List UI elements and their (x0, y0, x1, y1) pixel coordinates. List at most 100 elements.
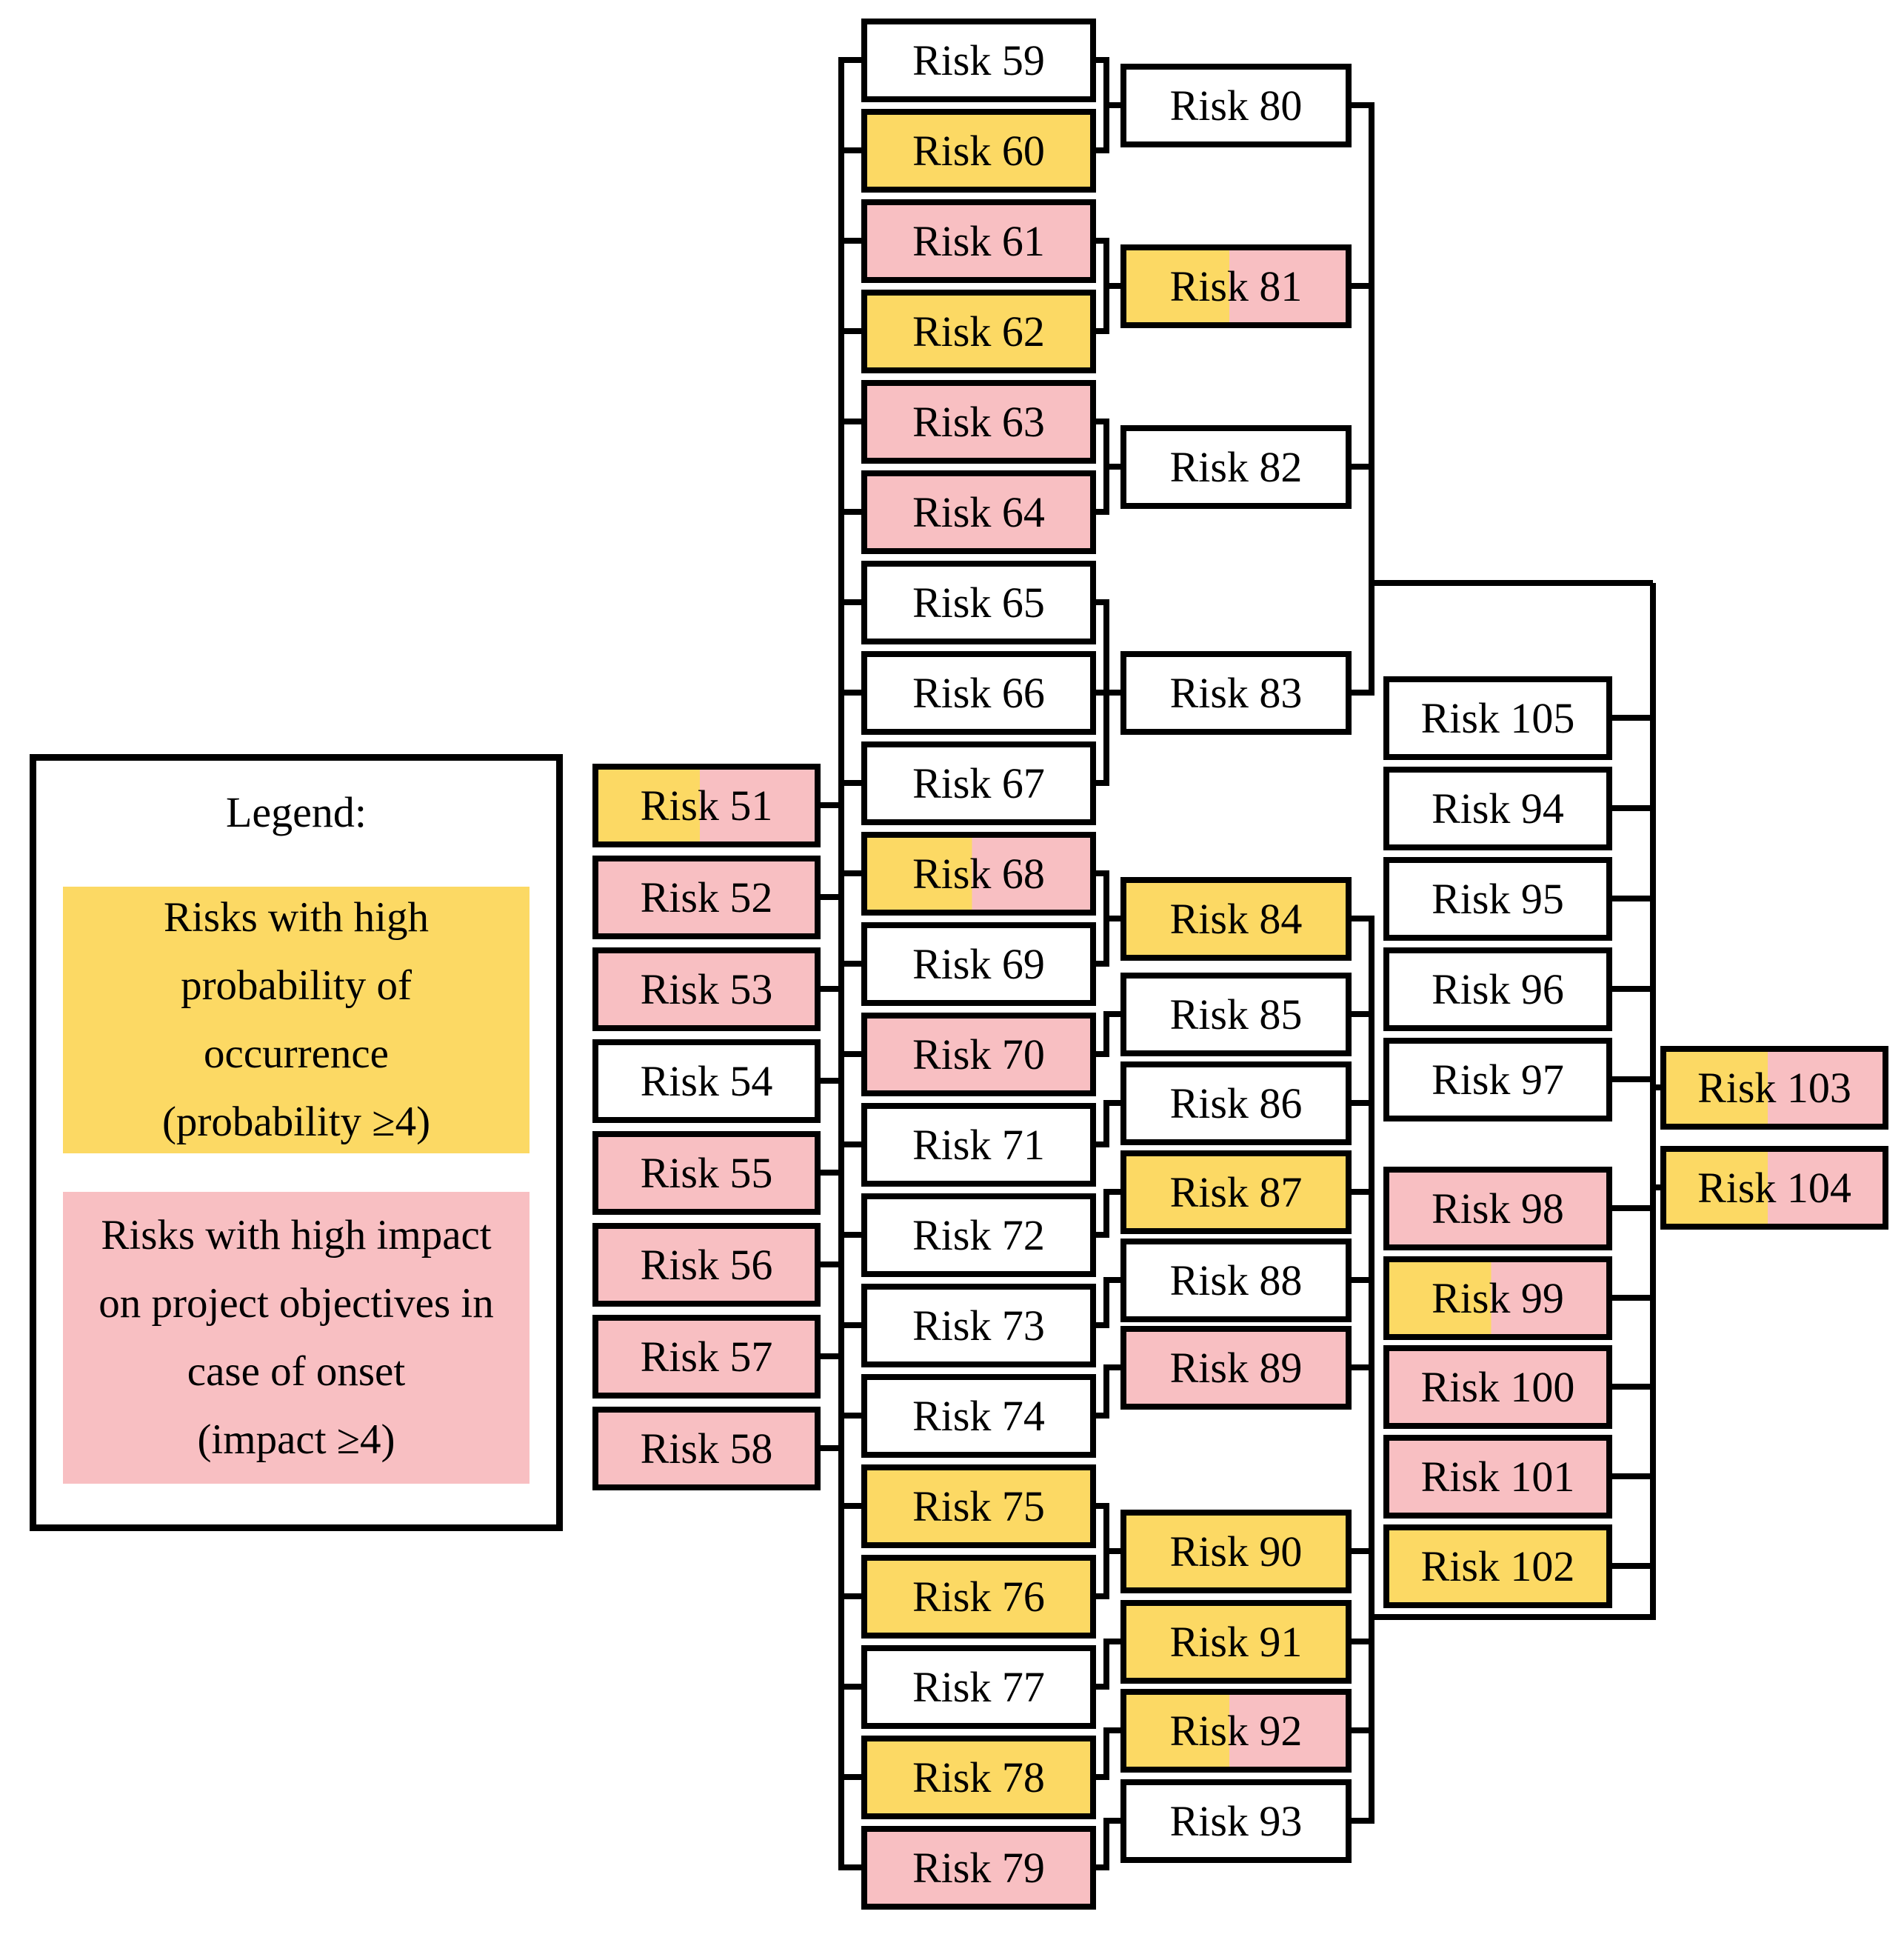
connector-line (838, 1141, 864, 1147)
risk-node-67: Risk 67 (861, 741, 1096, 825)
risk-node-label: Risk 88 (1169, 1256, 1303, 1304)
connector-line (838, 1593, 864, 1599)
risk-node-88: Risk 88 (1120, 1239, 1352, 1322)
connector-line (1609, 1473, 1656, 1479)
risk-node-label: Risk 63 (912, 398, 1045, 446)
connector-line (1650, 1084, 1663, 1090)
connector-line (838, 1684, 864, 1690)
risk-node-89: Risk 89 (1120, 1326, 1352, 1410)
connector-line (1103, 1818, 1123, 1824)
connector-line (1103, 1641, 1109, 1687)
connector-line (838, 238, 864, 244)
risk-node-105: Risk 105 (1383, 676, 1612, 760)
risk-node-label: Risk 61 (912, 217, 1045, 265)
connector-line (1103, 1548, 1123, 1554)
risk-node-label: Risk 92 (1169, 1707, 1303, 1755)
connector-line (1349, 690, 1374, 696)
risk-node-label: Risk 82 (1169, 443, 1303, 491)
legend-text-line: occurrence (204, 1030, 389, 1077)
connector-line (1349, 102, 1374, 108)
risk-node-53: Risk 53 (592, 947, 821, 1031)
connector-line (1093, 780, 1109, 786)
risk-node-label: Risk 75 (912, 1482, 1045, 1530)
connector-line (838, 419, 864, 424)
risk-node-label: Risk 66 (912, 669, 1045, 717)
connector-line (1103, 1189, 1123, 1195)
connector-line (1103, 1364, 1123, 1370)
risk-node-51: Risk 51 (592, 764, 821, 847)
risk-node-82: Risk 82 (1120, 425, 1352, 509)
connector-line (1093, 1864, 1109, 1870)
risk-node-label: Risk 65 (912, 579, 1045, 627)
risk-node-73: Risk 73 (861, 1284, 1096, 1367)
risk-node-label: Risk 78 (912, 1753, 1045, 1801)
connector-line (838, 1051, 864, 1057)
connector-line (838, 599, 864, 605)
risk-node-98: Risk 98 (1383, 1167, 1612, 1250)
risk-node-label: Risk 80 (1169, 81, 1303, 130)
risk-node-label: Risk 79 (912, 1844, 1045, 1892)
connector-line (1609, 805, 1656, 811)
risk-node-102: Risk 102 (1383, 1524, 1612, 1608)
risk-node-label: Risk 84 (1169, 895, 1303, 943)
risk-node-62: Risk 62 (861, 290, 1096, 373)
risk-node-72: Risk 72 (861, 1193, 1096, 1277)
risk-node-60: Risk 60 (861, 109, 1096, 193)
risk-node-label: Risk 72 (912, 1211, 1045, 1259)
connector-line (1103, 1014, 1109, 1054)
risk-node-97: Risk 97 (1383, 1038, 1612, 1121)
risk-node-104: Risk 104 (1660, 1146, 1888, 1230)
risk-node-65: Risk 65 (861, 561, 1096, 644)
risk-node-label: Risk 64 (912, 488, 1045, 536)
risk-node-label: Risk 69 (912, 940, 1045, 988)
connector-line (1093, 509, 1109, 515)
risk-node-58: Risk 58 (592, 1407, 821, 1490)
risk-node-label: Risk 60 (912, 127, 1045, 175)
risk-node-69: Risk 69 (861, 922, 1096, 1006)
legend-text-line: on project objectives in (98, 1280, 494, 1327)
risk-node-86: Risk 86 (1120, 1061, 1352, 1145)
connector-line (1093, 1322, 1109, 1328)
risk-node-77: Risk 77 (861, 1645, 1096, 1729)
connector-line (1093, 57, 1109, 63)
risk-node-label: Risk 70 (912, 1030, 1045, 1079)
risk-node-52: Risk 52 (592, 856, 821, 939)
connector-line (815, 1078, 844, 1084)
connector-line (1103, 1639, 1123, 1644)
risk-node-63: Risk 63 (861, 380, 1096, 464)
risk-node-label: Risk 90 (1169, 1527, 1303, 1576)
risk-node-56: Risk 56 (592, 1223, 821, 1307)
risk-node-71: Risk 71 (861, 1103, 1096, 1187)
connector-line (1369, 1614, 1656, 1620)
risk-node-103: Risk 103 (1660, 1046, 1888, 1130)
connector-line (1349, 1727, 1374, 1733)
risk-node-label: Risk 59 (912, 36, 1045, 84)
legend-text-line: case of onset (187, 1348, 406, 1395)
risk-node-label: Risk 96 (1432, 965, 1564, 1013)
risk-node-66: Risk 66 (861, 651, 1096, 735)
connector-line (1103, 916, 1123, 921)
legend-text-line: (impact ≥4) (197, 1416, 395, 1463)
risk-node-label: Risk 67 (912, 759, 1045, 807)
connector-line (1609, 1295, 1656, 1301)
connector-line (1103, 690, 1123, 696)
connector-line (1093, 1774, 1109, 1780)
legend-title: Legend: (225, 788, 367, 836)
connector-line (815, 1170, 844, 1176)
risk-node-label: Risk 58 (640, 1424, 773, 1473)
connector-line (1349, 1277, 1374, 1283)
connector-line (1369, 105, 1374, 693)
connector-line (1103, 1011, 1123, 1017)
connector-line (1093, 1503, 1109, 1509)
risk-node-61: Risk 61 (861, 199, 1096, 283)
risk-node-64: Risk 64 (861, 470, 1096, 554)
risk-node-label: Risk 85 (1169, 990, 1303, 1039)
connector-line (1093, 1232, 1109, 1238)
connector-line (1609, 1384, 1656, 1390)
connector-line (1103, 1730, 1109, 1777)
connector-line (1093, 690, 1109, 696)
risk-node-90: Risk 90 (1120, 1510, 1352, 1593)
